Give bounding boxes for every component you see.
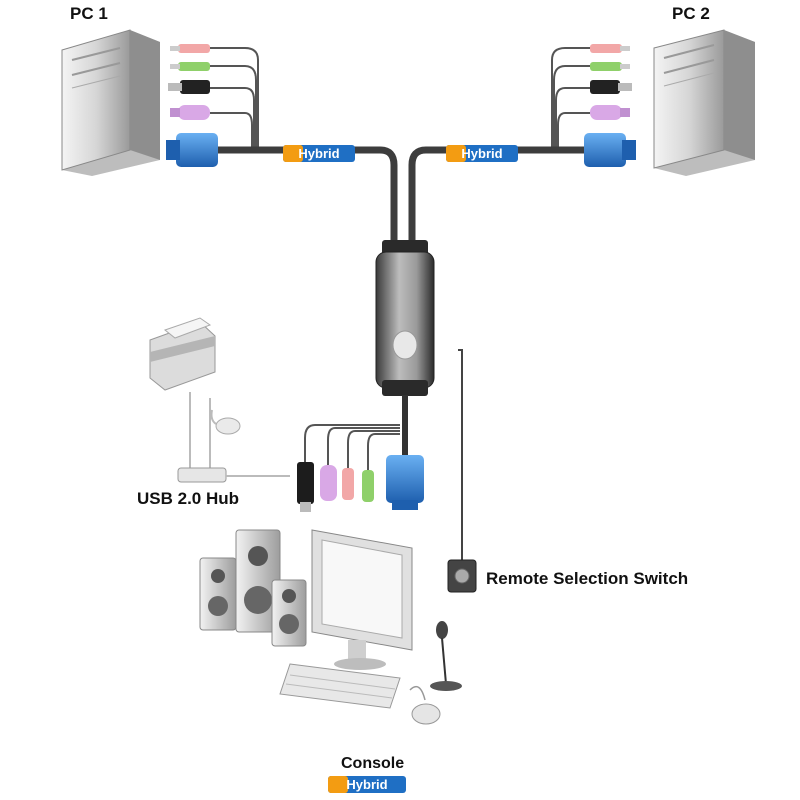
mouse-icon [210, 409, 241, 435]
remote-switch-cable [458, 349, 463, 560]
remote-switch-icon [447, 559, 477, 593]
pc1-hybrid-text: Hybrid [298, 146, 339, 161]
pc2-hybrid-text: Hybrid [461, 146, 502, 161]
monitor-icon [311, 529, 413, 670]
audio-plug-icon [590, 62, 630, 71]
pc2-tower-icon [653, 29, 755, 176]
usb-hub-icon [177, 467, 290, 483]
vga-connector-icon [166, 133, 218, 167]
vga-connector-icon [386, 455, 424, 510]
ps2-plug-icon [590, 105, 630, 120]
console-hybrid-text: Hybrid [346, 777, 387, 792]
audio-plug-icon [342, 468, 354, 500]
mouse-icon [409, 685, 441, 725]
microphone-icon [430, 621, 462, 691]
pc2-hybrid-cable [408, 146, 584, 245]
usb-plug-icon [590, 80, 632, 94]
pc1-label: PC 1 [70, 4, 108, 23]
audio-plug-icon [362, 470, 374, 502]
pc1-hybrid-badge: Hybrid [283, 145, 355, 162]
pc2-cable-bundle [551, 47, 590, 150]
printer-icon [149, 317, 216, 470]
usb-hub-label: USB 2.0 Hub [137, 489, 240, 508]
pc1-tower-icon [61, 29, 160, 176]
speaker-icon [235, 529, 281, 633]
ps2-plug-icon [320, 465, 337, 501]
vga-connector-icon [584, 133, 636, 167]
speaker-icon [199, 557, 237, 631]
console-cable-bundle [304, 424, 400, 470]
kvm-switch-icon [375, 240, 435, 396]
ps2-plug-icon [170, 105, 210, 120]
audio-plug-icon [170, 62, 210, 71]
speaker-icon [271, 579, 307, 647]
pc2-label: PC 2 [672, 4, 710, 23]
usb-plug-icon [297, 462, 314, 512]
pc2-hybrid-badge: Hybrid [446, 145, 518, 162]
console-label: Console [341, 755, 405, 772]
pc1-cable-bundle [210, 47, 259, 150]
audio-plug-icon [590, 44, 630, 53]
pc1-hybrid-cable [218, 146, 398, 245]
audio-plug-icon [170, 44, 210, 53]
remote-switch-label: Remote Selection Switch [486, 569, 689, 588]
usb-plug-icon [168, 80, 210, 94]
console-hybrid-badge: Hybrid [328, 776, 406, 793]
keyboard-icon [279, 663, 401, 709]
